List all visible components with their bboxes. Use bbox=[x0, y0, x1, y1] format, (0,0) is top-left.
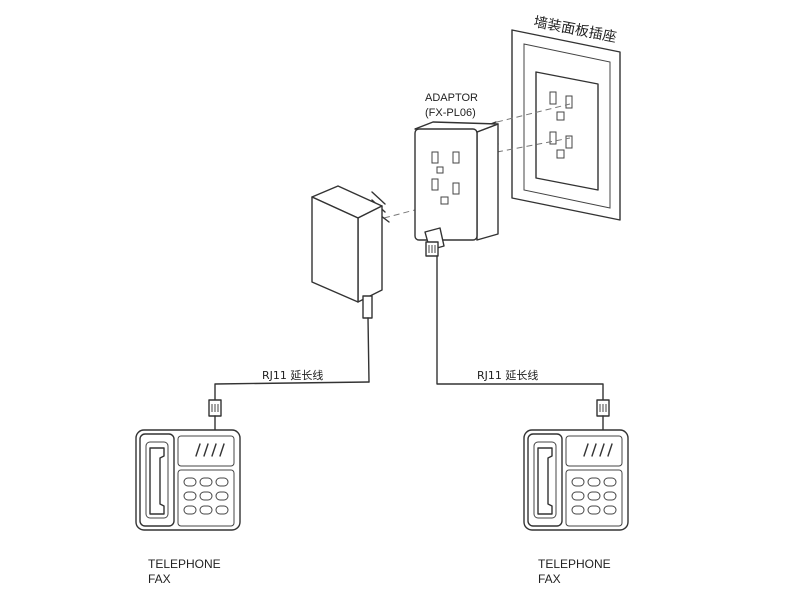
telephone-left bbox=[135, 429, 241, 531]
rj11-cable-right bbox=[436, 255, 610, 433]
device-label-left-line2: FAX bbox=[148, 572, 171, 586]
device-label-left-line1: TELEPHONE bbox=[148, 557, 221, 571]
adaptor-label-model: (FX-PL06) bbox=[425, 107, 476, 119]
cable-label-right: RJ11 延长线 bbox=[477, 368, 538, 382]
device-label-right-line2: FAX bbox=[538, 572, 561, 586]
adaptor-label-name: ADAPTOR bbox=[425, 92, 478, 104]
adaptor-unit bbox=[414, 121, 499, 257]
alignment-dashed-lines bbox=[383, 103, 571, 219]
device-label-right-line1: TELEPHONE bbox=[538, 557, 611, 571]
telephone-right bbox=[523, 429, 629, 531]
power-adaptor bbox=[311, 185, 390, 383]
rj11-cable-left bbox=[208, 381, 370, 433]
cable-label-left: RJ11 延长线 bbox=[262, 368, 323, 382]
wall-socket-plate bbox=[511, 29, 621, 221]
